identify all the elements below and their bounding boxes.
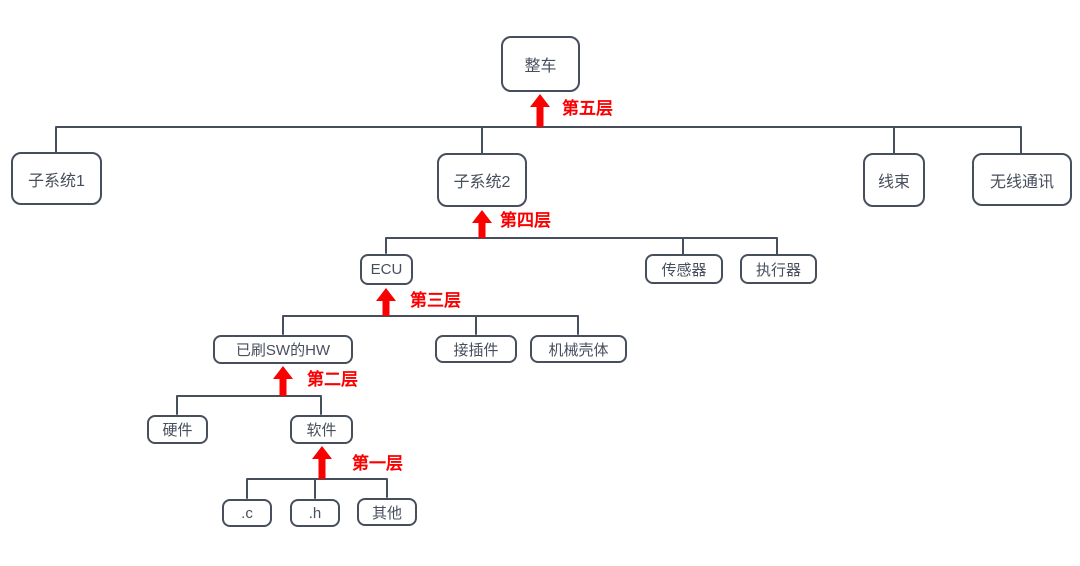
node-vehicle: 整车 bbox=[501, 36, 580, 92]
level-label-5: 第五层 bbox=[562, 99, 613, 118]
up-arrow-level2-icon bbox=[273, 366, 293, 396]
node-actuator: 执行器 bbox=[740, 254, 817, 284]
node-other: 其他 bbox=[357, 498, 417, 526]
node-subsystem2: 子系统2 bbox=[437, 153, 527, 207]
level-label-1: 第一层 bbox=[352, 454, 403, 473]
node-sensor: 传感器 bbox=[645, 254, 723, 284]
connector-level4-bus bbox=[385, 237, 778, 255]
up-arrow-level4-icon bbox=[472, 210, 492, 238]
node-ecu: ECU bbox=[360, 254, 413, 285]
node-flashed-hw: 已刷SW的HW bbox=[213, 335, 353, 364]
node-c-file: .c bbox=[222, 499, 272, 527]
node-housing: 机械壳体 bbox=[530, 335, 627, 363]
up-arrow-level5-icon bbox=[530, 94, 550, 127]
node-software: 软件 bbox=[290, 415, 353, 444]
level-label-4: 第四层 bbox=[500, 211, 551, 230]
up-arrow-level3-icon bbox=[376, 288, 396, 316]
node-hardware: 硬件 bbox=[147, 415, 208, 444]
level-label-3: 第三层 bbox=[410, 291, 461, 310]
level-label-2: 第二层 bbox=[307, 370, 358, 389]
connector-level3-bus bbox=[282, 315, 579, 335]
connector-level2-bus bbox=[176, 395, 322, 415]
node-subsystem1: 子系统1 bbox=[11, 152, 102, 205]
node-wireless: 无线通讯 bbox=[972, 153, 1072, 206]
connector-level5-bus bbox=[55, 126, 1022, 154]
node-harness: 线束 bbox=[863, 153, 925, 207]
connector-level1-bus bbox=[246, 478, 388, 499]
node-connector-part: 接插件 bbox=[435, 335, 517, 363]
node-h-file: .h bbox=[290, 499, 340, 527]
up-arrow-level1-icon bbox=[312, 446, 332, 479]
